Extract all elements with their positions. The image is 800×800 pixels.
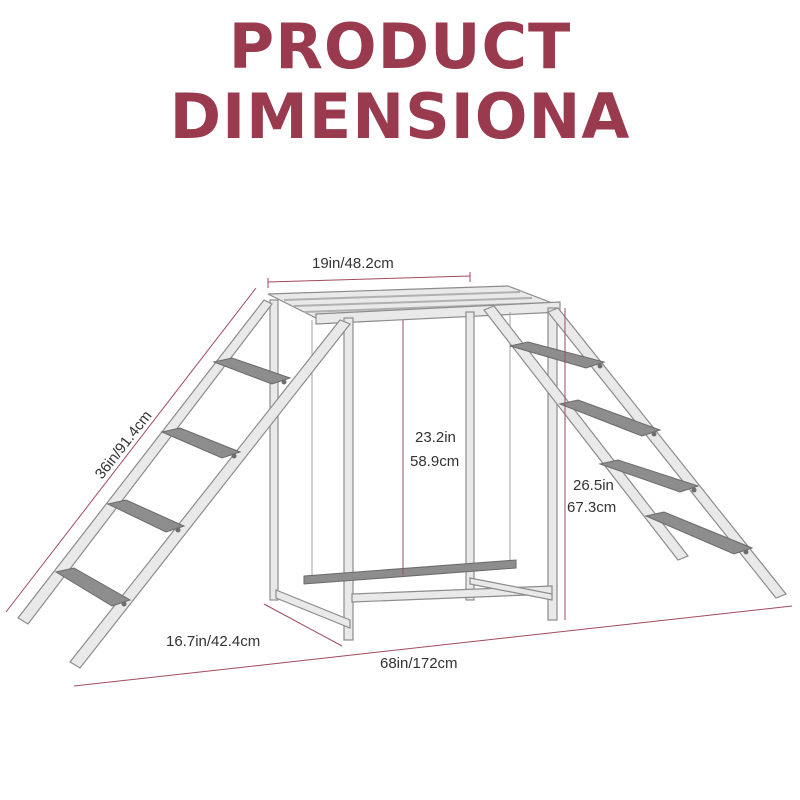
leg-front-left: [343, 317, 354, 641]
dim-line-total-length: [73, 605, 793, 687]
dim-line-ladder-length: [5, 287, 257, 613]
leg-back-left: [269, 299, 279, 601]
left-ladder-step-1: [212, 357, 292, 385]
label-frame-height-cm: 67.3cm: [567, 499, 616, 516]
left-ladder-step-3: [106, 499, 186, 533]
dim-line-top-width: [267, 275, 471, 283]
title-line-2: DIMENSIONA: [169, 80, 631, 153]
label-frame-height-in: 26.5in: [573, 477, 614, 494]
leg-back-right: [465, 311, 475, 601]
dimension-lines: [5, 272, 793, 687]
right-ladder-step-3: [598, 459, 700, 493]
left-ladder: [17, 299, 351, 669]
label-top-width: 19in/48.2cm: [312, 255, 394, 272]
label-total-length: 68in/172cm: [380, 655, 458, 672]
right-ladder-step-1: [509, 341, 606, 369]
label-ladder-length: 36in/91.4cm: [92, 408, 156, 483]
label-depth: 16.7in/42.4cm: [166, 633, 260, 650]
title-line-1: PRODUCT: [228, 10, 572, 83]
right-ladder: [483, 305, 787, 599]
left-ladder-step-4: [54, 567, 132, 607]
right-ladder-step-4: [644, 511, 754, 555]
swing-seat: [303, 559, 517, 585]
right-ladder-step-2: [558, 399, 662, 437]
left-ladder-step-2: [160, 427, 242, 459]
label-swing-height-cm: 58.9cm: [410, 453, 459, 470]
leg-front-right: [547, 307, 558, 621]
dim-line-depth: [263, 603, 343, 647]
platform-frame: [267, 285, 561, 641]
label-swing-height-in: 23.2in: [415, 429, 456, 446]
